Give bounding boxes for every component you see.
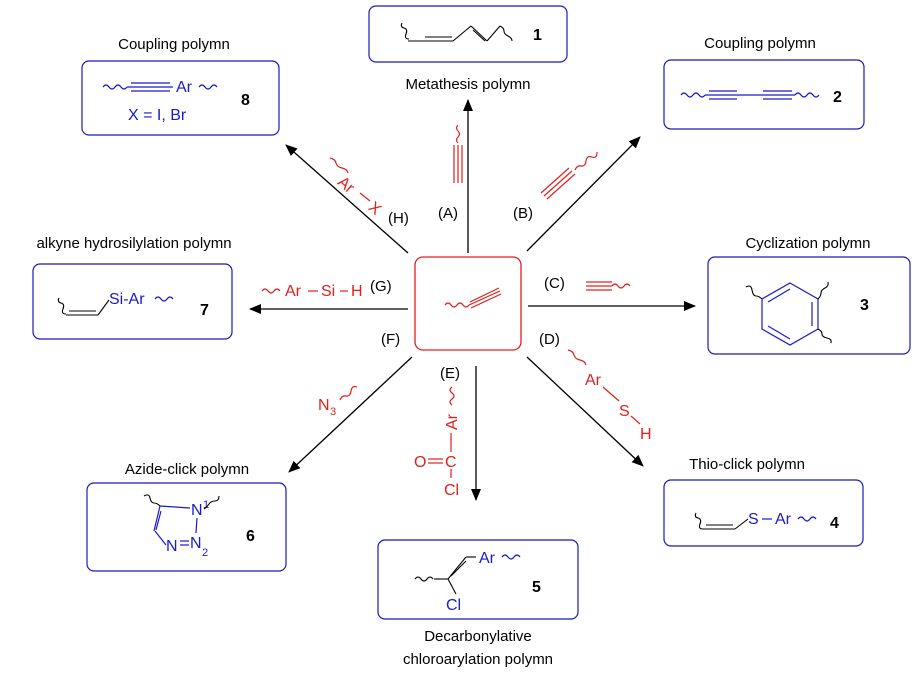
center-monomer	[414, 256, 522, 351]
product-7: Si-Ar 7	[32, 263, 233, 340]
reagent-G-h: H	[351, 283, 363, 300]
product-4-s: S	[748, 511, 759, 528]
product-5-ar: Ar	[479, 550, 496, 567]
product-2: 2	[663, 59, 865, 130]
reagent-D-thiol: Ar S H	[567, 349, 652, 443]
center-box	[414, 256, 522, 351]
reagent-D-ar: Ar	[585, 372, 602, 389]
wavy-bond	[444, 302, 470, 308]
product-6-pos1: 1	[203, 499, 209, 511]
product-6: N 1 N 2 N 6	[86, 482, 287, 572]
reagent-E-ar: Ar	[444, 413, 461, 430]
title-7: alkyne hydrosilylation polymn	[36, 235, 231, 252]
route-label-B: (B)	[513, 205, 533, 222]
reagent-E-o: O	[414, 454, 426, 471]
product-6-pos2: 2	[202, 547, 208, 559]
product-8: Ar X = I, Br 8	[81, 60, 280, 136]
product-3-box	[707, 256, 911, 355]
product-3: 3	[707, 256, 911, 355]
product-7-siar: Si-Ar	[109, 291, 145, 308]
route-label-C: (C)	[544, 275, 565, 292]
reagent-E-cl: Cl	[444, 482, 459, 499]
compound-number-8: 8	[241, 92, 250, 109]
product-5-box	[377, 539, 579, 620]
route-label-D: (D)	[539, 331, 560, 348]
reagent-G-si: Si	[321, 283, 335, 300]
compound-number-4: 4	[830, 515, 839, 532]
title-8: Coupling polymn	[118, 36, 230, 53]
compound-number-7: 7	[200, 302, 209, 319]
product-4: S Ar 4	[663, 479, 864, 547]
product-1: 1	[368, 5, 568, 63]
title-3: Cyclization polymn	[745, 235, 870, 252]
reagent-A-alkyne	[453, 124, 463, 183]
product-1-box	[368, 5, 568, 63]
reagent-E-c: C	[445, 454, 457, 471]
reagent-D-h: H	[640, 426, 652, 443]
title-4: Thio-click polymn	[689, 456, 805, 473]
route-label-A: (A)	[438, 205, 458, 222]
arrow-D	[526, 356, 644, 467]
title-5-line1: Decarbonylative	[424, 628, 532, 645]
product-5-cl: Cl	[446, 597, 461, 614]
compound-number-6: 6	[246, 528, 255, 545]
route-label-G: (G)	[370, 278, 392, 295]
compound-number-5: 5	[532, 579, 541, 596]
route-label-F: (F)	[381, 331, 400, 348]
route-label-E: (E)	[440, 365, 460, 382]
reagent-D-s: S	[619, 403, 630, 420]
product-8-note: X = I, Br	[128, 107, 187, 124]
product-6-box	[86, 482, 287, 572]
compound-number-1: 1	[533, 27, 542, 44]
reagent-F-n: N	[318, 397, 330, 414]
product-5: Ar Cl 5	[377, 539, 579, 620]
arrow-F	[288, 356, 413, 473]
reagent-H-ar: Ar	[334, 174, 358, 198]
product-6-n1: N	[191, 502, 203, 519]
product-6-n3: N	[166, 538, 178, 555]
route-label-H: (H)	[388, 210, 409, 227]
product-7-box	[32, 263, 233, 340]
arrow-H	[285, 144, 409, 254]
product-6-n2: N	[190, 535, 202, 552]
reagent-E-aroyl-chloride: Ar C O Cl	[414, 386, 461, 499]
product-4-box	[663, 479, 864, 547]
compound-number-3: 3	[860, 297, 869, 314]
arrow-B	[526, 136, 641, 252]
product-8-ar: Ar	[176, 79, 193, 96]
reagent-G-silane: Ar Si H	[261, 283, 363, 300]
reagent-B-alkyne	[540, 151, 598, 200]
reagent-C-alkyne	[586, 281, 631, 291]
reagent-H-x: X	[365, 199, 384, 219]
triple-bond-line	[470, 293, 502, 309]
title-5-line2: chloroarylation polymn	[403, 651, 553, 668]
compound-number-2: 2	[833, 89, 842, 106]
reagent-F-subscript: 3	[330, 406, 336, 418]
reagent-H-aryl-halide: Ar X	[329, 157, 384, 219]
triple-bond-line	[469, 287, 500, 303]
product-8-box	[81, 60, 280, 136]
product-4-ar: Ar	[775, 511, 792, 528]
title-6: Azide-click polymn	[125, 461, 249, 478]
title-1: Metathesis polymn	[405, 76, 530, 93]
reagent-G-ar: Ar	[285, 283, 302, 300]
title-2: Coupling polymn	[704, 35, 816, 52]
reagent-F-azide: N 3	[318, 385, 358, 418]
triple-bond-line	[468, 290, 501, 306]
